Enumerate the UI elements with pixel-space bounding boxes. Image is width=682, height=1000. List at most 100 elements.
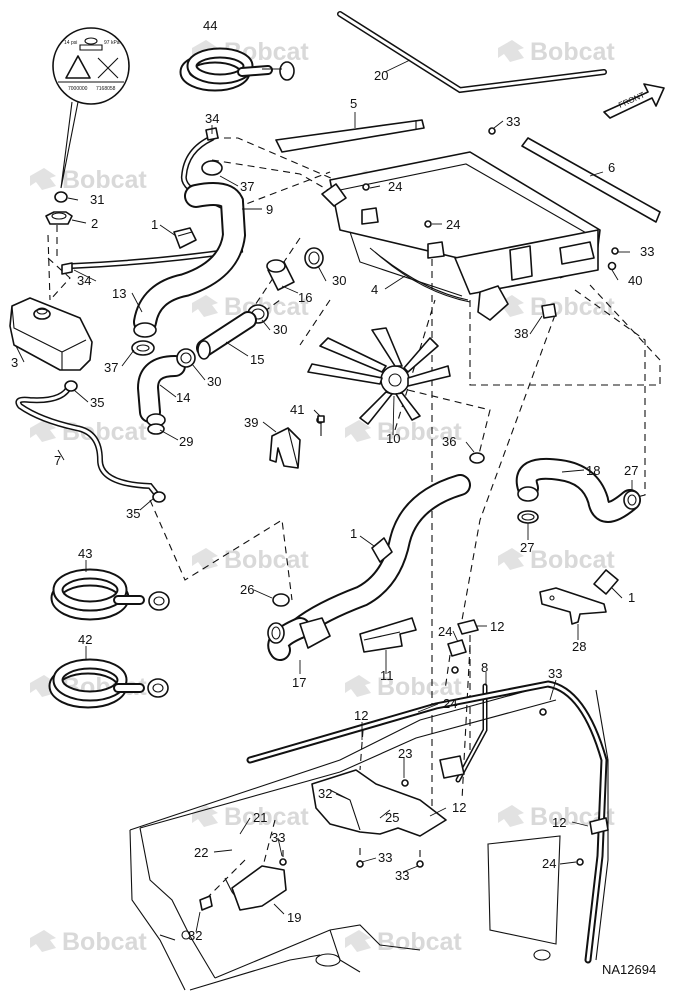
coiled-hose-44: [179, 47, 295, 92]
svg-text:Bobcat: Bobcat: [224, 803, 309, 831]
callout-7: 7: [54, 453, 61, 468]
coiled-hose-42: [48, 658, 169, 709]
callout-12: 12: [452, 800, 466, 815]
callout-26: 26: [240, 582, 254, 597]
callout-27: 27: [624, 463, 638, 478]
svg-text:Bobcat: Bobcat: [530, 546, 615, 574]
hose-clamp-26: [272, 593, 290, 607]
hose-clamp-37b: [131, 340, 155, 356]
bracket-11: [359, 617, 417, 653]
hose-clamp-36: [469, 452, 485, 464]
bolt-41: [317, 415, 325, 436]
callout-37: 37: [240, 179, 254, 194]
callout-39: 39: [244, 415, 258, 430]
callout-labels: 44 20 5 34 33 6 37 24 31 9 2 1 24 33 34 …: [11, 18, 654, 943]
callout-3: 3: [11, 355, 18, 370]
pressure-cap-decal: 14 psi 97 kPa 7000000 7168058: [52, 27, 130, 189]
lower-radiator-hose-17: [267, 474, 471, 661]
callout-36: 36: [442, 434, 456, 449]
svg-text:Bobcat: Bobcat: [377, 418, 462, 446]
upper-radiator-hose-13: [133, 182, 247, 338]
hose-clamp-30c: [176, 348, 196, 368]
svg-text:7000000: 7000000: [68, 86, 88, 92]
callout-19: 19: [287, 910, 301, 925]
callout-5: 5: [350, 96, 357, 111]
svg-text:Bobcat: Bobcat: [530, 38, 615, 66]
radiator-4: [321, 151, 601, 321]
callout-40: 40: [628, 273, 642, 288]
svg-text:14 psi: 14 psi: [64, 40, 77, 46]
filler-neck: [45, 211, 73, 225]
svg-text:Bobcat: Bobcat: [62, 928, 147, 956]
svg-text:Bobcat: Bobcat: [224, 546, 309, 574]
callout-34: 34: [205, 111, 219, 126]
callout-43: 43: [78, 546, 92, 561]
coolant-recovery-tank: [9, 297, 93, 371]
seal-strip-5: [275, 119, 425, 153]
callout-15: 15: [250, 352, 264, 367]
callout-27: 27: [520, 540, 534, 555]
svg-text:Bobcat: Bobcat: [377, 673, 462, 701]
hose-clamp-1-top: [173, 227, 197, 249]
svg-text:97 kPa: 97 kPa: [104, 40, 120, 46]
seal-strip-6: [521, 137, 661, 223]
small-hardware: [279, 127, 619, 868]
callout-12: 12: [354, 708, 368, 723]
svg-text:7168058: 7168058: [96, 86, 116, 92]
callout-35: 35: [90, 395, 104, 410]
machine-frame: [129, 680, 609, 991]
callout-24: 24: [446, 217, 460, 232]
callout-33: 33: [378, 850, 392, 865]
drawing-code: NA12694: [602, 962, 656, 977]
elbow-hose-14: [136, 355, 186, 427]
hose-clamp-35b: [152, 491, 166, 503]
callout-21: 21: [253, 810, 267, 825]
hose-clamp-35a: [64, 380, 78, 392]
callout-33: 33: [506, 114, 520, 129]
callout-24: 24: [388, 179, 402, 194]
svg-text:Bobcat: Bobcat: [62, 418, 147, 446]
callout-1: 1: [350, 526, 357, 541]
callout-32: 32: [318, 786, 332, 801]
callout-17: 17: [292, 675, 306, 690]
hose-clip-34b: [61, 262, 73, 275]
callout-33: 33: [548, 666, 562, 681]
callout-42: 42: [78, 632, 92, 647]
callout-24: 24: [443, 696, 457, 711]
callout-25: 25: [385, 810, 399, 825]
hose-clamp-37a: [201, 160, 223, 176]
drain-fitting-38: [541, 303, 557, 319]
leader-lines: [15, 59, 633, 933]
hose-clamp-30a: [304, 247, 324, 269]
hose-clamp-27b: [517, 510, 539, 524]
hose-clamp-29: [147, 423, 165, 435]
clip-12-upper: [457, 619, 479, 635]
callout-28: 28: [572, 639, 586, 654]
svg-text:Bobcat: Bobcat: [377, 928, 462, 956]
hose-clamp-27a: [623, 490, 641, 510]
callout-23: 23: [398, 746, 412, 761]
hose-coupler-16: [266, 259, 295, 291]
cover-plate-19: [231, 865, 287, 911]
hose-15: [196, 311, 257, 360]
callout-22: 22: [194, 845, 208, 860]
radiator-cap: [54, 191, 68, 203]
hose-clamp-1-right: [593, 569, 619, 595]
callout-41: 41: [290, 402, 304, 417]
callout-33: 33: [640, 244, 654, 259]
callout-1: 1: [151, 217, 158, 232]
callout-37: 37: [104, 360, 118, 375]
callout-18: 18: [586, 463, 600, 478]
callout-30: 30: [273, 322, 287, 337]
callout-20: 20: [374, 68, 388, 83]
callout-4: 4: [371, 282, 378, 297]
callout-30: 30: [332, 273, 346, 288]
callout-32: 32: [188, 928, 202, 943]
callout-11: 11: [380, 668, 394, 683]
callout-1: 1: [628, 590, 635, 605]
callout-10: 10: [386, 431, 400, 446]
callout-12: 12: [490, 619, 504, 634]
callout-12: 12: [552, 815, 566, 830]
cooling-fan: [307, 327, 451, 425]
